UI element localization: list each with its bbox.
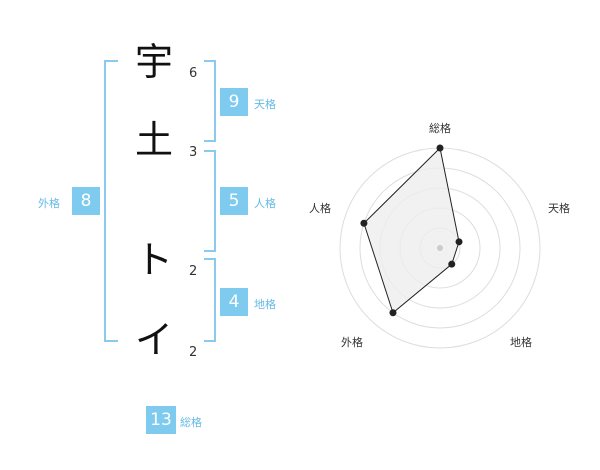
gaikaku-label: 外格 (38, 197, 60, 210)
radar-point-0 (436, 144, 444, 152)
name-char-1-strokes: 6 (189, 66, 198, 81)
soukaku-value: 13 (146, 406, 176, 434)
tenkaku-label: 天格 (254, 98, 276, 111)
radar-point-1 (455, 238, 463, 246)
name-char-3: ト (134, 238, 173, 282)
gaikaku-value: 8 (72, 187, 100, 215)
radar-point-4 (360, 219, 368, 227)
radar-points (360, 144, 463, 317)
jinkaku-bracket (204, 150, 216, 252)
name-char-2-strokes: 3 (189, 145, 198, 160)
tenkaku-value: 9 (220, 88, 248, 116)
radar-axis-label-2: 地格 (510, 335, 532, 349)
soukaku-label: 総格 (180, 416, 202, 429)
radar-axis-label-0: 総格 (429, 121, 451, 135)
radar-chart: 総格 天格 地格 外格 人格 (309, 121, 570, 349)
name-char-2: 土 (134, 118, 173, 162)
radar-point-2 (448, 260, 456, 268)
chikaku-label: 地格 (254, 298, 276, 311)
name-char-4: イ (134, 318, 173, 362)
radar-axis-label-4: 人格 (309, 201, 331, 215)
jinkaku-value: 5 (220, 187, 248, 215)
radar-series-polygon (363, 146, 460, 314)
jinkaku-label: 人格 (254, 197, 276, 210)
chikaku-value: 4 (220, 288, 248, 316)
gaikaku-bracket (104, 60, 118, 342)
chikaku-bracket (204, 258, 216, 342)
name-char-1: 宇 (134, 40, 173, 84)
radar-axis-label-1: 天格 (548, 201, 570, 215)
radar-point-3 (389, 309, 397, 317)
radar-center-dot (437, 245, 443, 251)
radar-axis-label-3: 外格 (341, 335, 363, 349)
name-char-3-strokes: 2 (189, 264, 198, 279)
tenkaku-bracket (204, 60, 216, 142)
name-char-4-strokes: 2 (189, 345, 198, 360)
